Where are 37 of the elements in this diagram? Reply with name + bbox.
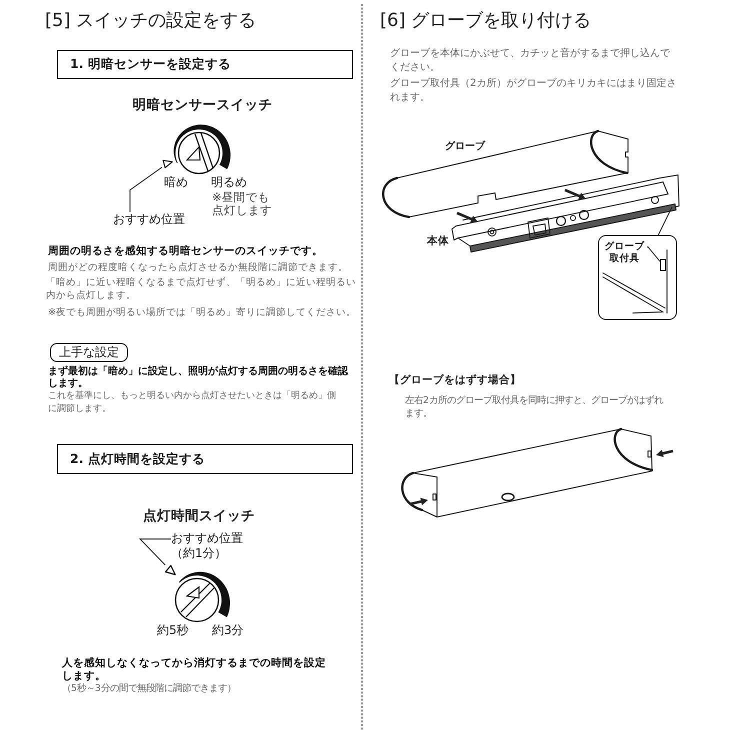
- subheading: 【グローブをはずす場合】: [389, 374, 522, 388]
- paragraph: これを基準にし、もっと明るい内から点灯させたいときは「明るめ」側に調節します。: [48, 389, 337, 416]
- heading-box: 2. 点灯時間を設定する: [57, 444, 353, 474]
- note: ※夜でも周囲が明るい場所では「明るめ」寄りに調節してください。: [48, 307, 358, 320]
- heading-box: 1. 明暗センサーを設定する: [57, 50, 353, 79]
- paragraph: 左右2カ所のグローブ取付具を同時に押すと、グローブがはずれます。: [405, 395, 664, 420]
- leader-line: [130, 166, 162, 212]
- scale-label: 暗め: [164, 175, 189, 191]
- section-heading: [6] グローブを取り付ける: [380, 9, 592, 32]
- switch-title: 明暗センサースイッチ: [132, 97, 274, 115]
- callout-label: おすすめ位置: [113, 212, 187, 229]
- section-heading: [5] スイッチの設定をする: [45, 9, 258, 32]
- paragraph: まず最初は「暗め」に設定し、照明が点灯する周囲の明るさを確認します。: [48, 366, 350, 390]
- switch-title: 点灯時間スイッチ: [143, 508, 256, 526]
- leader-line: [646, 246, 660, 262]
- callout-label: おすすめ位置（約1分）: [171, 531, 247, 563]
- note: ※昼間でも点灯します: [212, 191, 273, 218]
- scale-label: 明るめ: [211, 175, 248, 191]
- callout-line: [658, 206, 672, 236]
- part-label: 本体: [427, 235, 450, 249]
- paragraph: グローブ取付具（2カ所）がグローブのキリカキにはまり固定されます。: [390, 77, 678, 104]
- leader-line: [138, 538, 172, 566]
- paragraph: 「暗め」に近い程暗くなるまで点灯せず、「明るめ」に近い程明るい内から点灯します。: [46, 276, 357, 303]
- paragraph: 周囲の明るさを感知する明暗センサーのスイッチです。: [48, 245, 324, 259]
- paragraph: 周囲がどの程度暗くなったら点灯させるか無段階に調節できます。: [48, 262, 349, 274]
- note: （5秒～3分の間で無段階に調節できます）: [62, 683, 237, 696]
- paragraph: 人を感知しなくなってから消灯するまでの時間を設定します。: [62, 657, 327, 683]
- tag-box: 上手な設定: [50, 343, 128, 362]
- pointer-triangle: [162, 157, 174, 169]
- part-label: グローブ: [445, 140, 486, 153]
- inset-frame: [598, 235, 677, 320]
- paragraph: グローブを本体にかぶせて、カチッと音がするまで押し込んでください。: [390, 47, 671, 74]
- latch-mark: [660, 258, 666, 271]
- scale-label: 約5秒: [157, 623, 190, 639]
- callout-label: グローブ取付具: [602, 240, 647, 267]
- scale-label: 約3分: [212, 623, 245, 639]
- pointer-triangle: [165, 565, 178, 578]
